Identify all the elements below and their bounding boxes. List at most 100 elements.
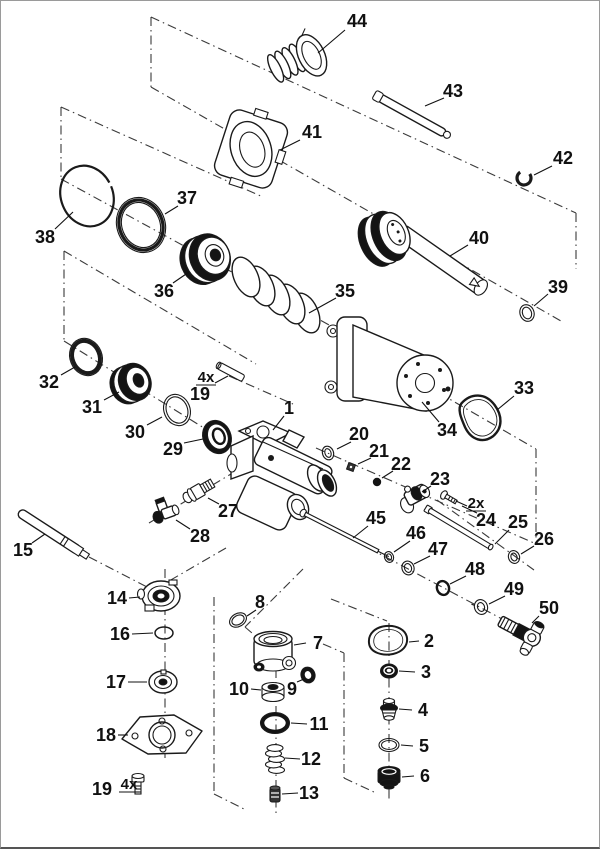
leader-line bbox=[54, 211, 74, 230]
leader-line bbox=[455, 500, 468, 507]
part-3-grommet bbox=[380, 663, 398, 679]
part-6-cap bbox=[377, 766, 401, 790]
part-label-16: 16 bbox=[110, 624, 130, 644]
part-label-9: 9 bbox=[287, 679, 297, 699]
part-label-25: 25 bbox=[508, 512, 528, 532]
part-label-44: 44 bbox=[347, 11, 367, 31]
part-12-spring bbox=[264, 744, 286, 774]
part-42-snap-ring bbox=[515, 169, 533, 187]
part-44-manual-release-valve bbox=[266, 28, 328, 83]
part-label-5: 5 bbox=[419, 736, 429, 756]
leader-line bbox=[293, 642, 307, 646]
leader-line bbox=[296, 678, 305, 683]
part-32-seal-ring bbox=[68, 337, 104, 377]
leader-line bbox=[175, 519, 191, 530]
leader-line bbox=[398, 708, 413, 711]
part-label-28: 28 bbox=[190, 526, 210, 546]
leader-line bbox=[357, 457, 372, 465]
part-label-7: 7 bbox=[313, 633, 323, 653]
part-38-retaining-ring bbox=[59, 164, 115, 228]
part-label-10: 10 bbox=[229, 679, 249, 699]
leader-line bbox=[279, 139, 301, 151]
leader-line bbox=[488, 595, 506, 605]
leader-line bbox=[146, 416, 163, 426]
part-label-24: 24 bbox=[476, 510, 496, 530]
part-43-shaft bbox=[372, 90, 452, 139]
leader-line bbox=[164, 205, 179, 215]
leader-line bbox=[461, 505, 478, 514]
part-8-o-ring bbox=[229, 612, 247, 628]
leader-line bbox=[336, 441, 352, 450]
leader-line bbox=[494, 529, 510, 545]
part-label-50: 50 bbox=[539, 598, 559, 618]
part-label-42: 42 bbox=[553, 148, 573, 168]
part-45-rod bbox=[299, 508, 390, 558]
part-label-34: 34 bbox=[437, 420, 457, 440]
part-49-nut bbox=[471, 599, 489, 615]
leader-line bbox=[246, 609, 257, 617]
part-label-47: 47 bbox=[428, 539, 448, 559]
leader-line bbox=[449, 244, 469, 257]
part-15-tube bbox=[17, 509, 91, 560]
leader-line bbox=[401, 775, 415, 778]
part-37-o-ring bbox=[115, 196, 167, 254]
part-label-43: 43 bbox=[443, 81, 463, 101]
part-label-15: 15 bbox=[13, 540, 33, 560]
part-4-valve bbox=[380, 697, 398, 721]
part-10-bushing bbox=[261, 681, 285, 703]
part-19-dowel-pin bbox=[215, 361, 245, 382]
part-9-seal bbox=[300, 666, 316, 684]
part-label-41: 41 bbox=[302, 122, 322, 142]
part-24-screw bbox=[440, 490, 458, 505]
part-48-o-ring bbox=[435, 579, 451, 597]
leader-line bbox=[398, 670, 416, 673]
leader-line bbox=[531, 615, 540, 624]
leader-line bbox=[31, 533, 46, 544]
leader-line bbox=[272, 415, 285, 431]
leader-line bbox=[520, 545, 535, 555]
leader-line bbox=[421, 401, 440, 423]
part-7-valve-housing bbox=[253, 630, 297, 672]
part-2-gasket bbox=[367, 624, 409, 656]
part-label-2x: 2x bbox=[468, 495, 485, 512]
leader-line bbox=[533, 293, 549, 307]
leader-line bbox=[290, 722, 308, 725]
part-label-46: 46 bbox=[406, 523, 426, 543]
part-35-spring bbox=[231, 256, 321, 334]
leader-line bbox=[250, 688, 262, 691]
part-label-48: 48 bbox=[465, 559, 485, 579]
part-label-8: 8 bbox=[255, 592, 265, 612]
leader-line bbox=[128, 596, 141, 599]
part-20-washer bbox=[321, 445, 335, 461]
part-29-oil-seal bbox=[202, 419, 232, 455]
leader-line bbox=[413, 555, 431, 565]
part-16-o-ring bbox=[154, 626, 174, 640]
part-13-plug bbox=[269, 785, 281, 803]
part-14-pump-rotor bbox=[136, 579, 181, 612]
part-label-18: 18 bbox=[96, 725, 116, 745]
leader-line bbox=[352, 525, 369, 539]
part-label-29: 29 bbox=[163, 439, 183, 459]
part-label-30: 30 bbox=[125, 422, 145, 442]
part-label-21: 21 bbox=[369, 441, 389, 461]
leader-line bbox=[308, 297, 337, 314]
part-label-49: 49 bbox=[504, 579, 524, 599]
part-label-35: 35 bbox=[335, 281, 355, 301]
part-label-32: 32 bbox=[39, 372, 59, 392]
leader-line bbox=[533, 165, 553, 176]
leader-line bbox=[131, 632, 154, 635]
part-label-33: 33 bbox=[514, 378, 534, 398]
part-18-flange-plate bbox=[121, 714, 203, 755]
part-40-piston-rod bbox=[357, 210, 489, 296]
part-11-o-ring bbox=[259, 711, 291, 735]
leader-line bbox=[424, 97, 445, 107]
leader-line bbox=[207, 497, 220, 505]
part-25-valve-rod bbox=[423, 504, 494, 551]
part-33-motor-gasket bbox=[458, 394, 502, 442]
part-label-1: 1 bbox=[284, 398, 294, 418]
part-label-23: 23 bbox=[430, 469, 450, 489]
part-label-27: 27 bbox=[218, 501, 238, 521]
part-31-bearing bbox=[109, 362, 152, 405]
leader-line bbox=[317, 29, 346, 54]
part-47-o-ring bbox=[401, 560, 415, 576]
